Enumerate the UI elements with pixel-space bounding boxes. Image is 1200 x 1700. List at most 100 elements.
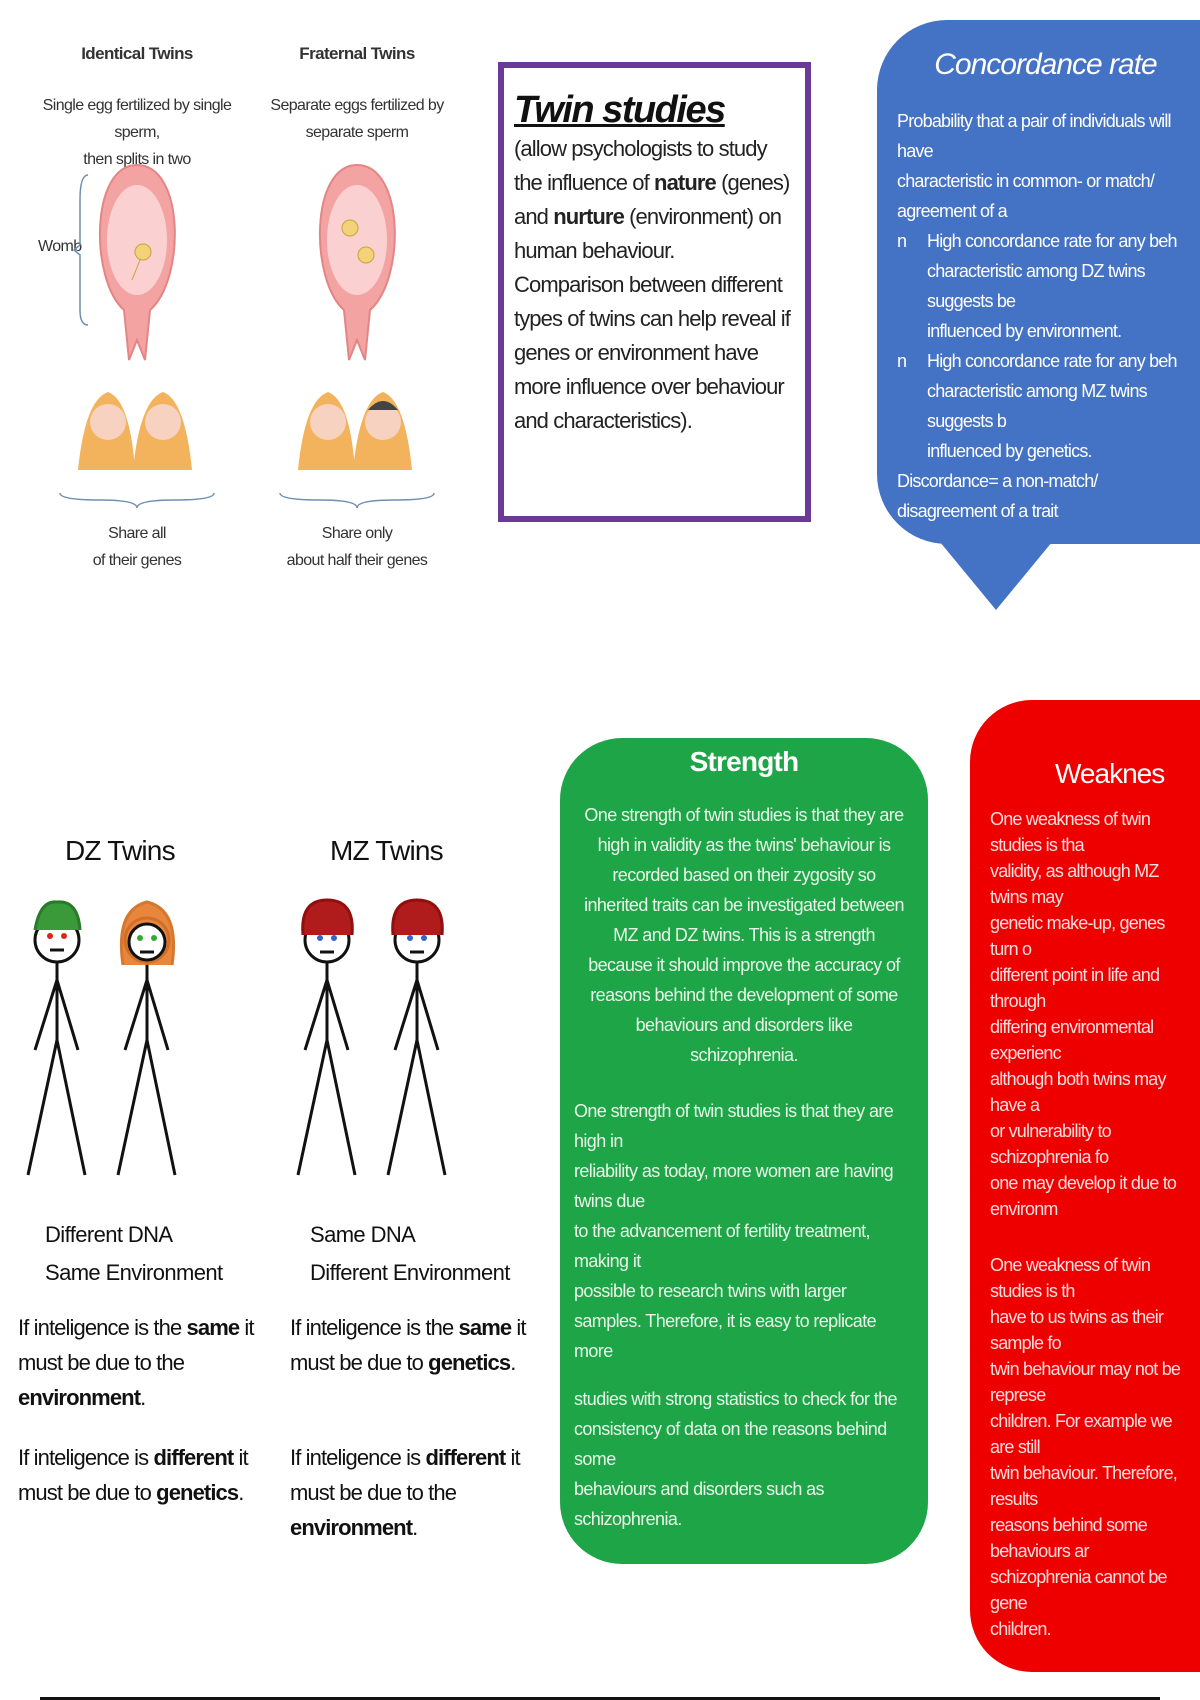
weakness-line: different point in life and through	[990, 965, 1160, 1011]
t: it	[233, 1445, 249, 1470]
mz-twins-title: MZ Twins	[330, 835, 444, 866]
brace-fraternal	[279, 492, 435, 509]
t: must be due to	[290, 1350, 429, 1375]
t: must be due to the	[290, 1480, 457, 1505]
weakness-line: schizophrenia cannot be gene	[990, 1567, 1168, 1613]
weakness-line: or vulnerability to schizophrenia fo	[990, 1121, 1112, 1167]
bullet-icon: n	[897, 231, 907, 251]
fraternal-twins-title: Fraternal Twins	[299, 44, 415, 63]
weakness-line: One weakness of twin studies is th	[990, 1255, 1151, 1301]
weakness-line: reasons behind some behaviours ar	[990, 1515, 1148, 1561]
identical-twins-title: Identical Twins	[81, 44, 193, 63]
t: must be due to the	[18, 1350, 185, 1375]
strength-line: to the advancement of fertility treatmen…	[574, 1221, 871, 1271]
callout-pointer	[940, 542, 1052, 610]
caption-line: Share only	[321, 525, 393, 542]
concordance-title: Concordance rate	[934, 48, 1157, 81]
desc-line: then splits in two	[83, 151, 191, 168]
t: .	[510, 1350, 516, 1375]
t: genetics	[156, 1480, 239, 1505]
t: .	[140, 1385, 146, 1410]
bullet-line: High concordance rate for any beh	[927, 231, 1178, 251]
weakness-line: twin behaviour may not be represe	[990, 1359, 1181, 1405]
text: (allow psychologists to study the influe…	[514, 136, 768, 195]
twin-studies-box: Twin studies (allow psychologists to stu…	[498, 62, 811, 522]
brace-identical	[59, 492, 215, 509]
t: must be due to	[18, 1480, 157, 1505]
weakness-line: one may develop it due to environm	[990, 1173, 1177, 1219]
concordance-def-2: characteristic in common- or match/ agre…	[897, 171, 1155, 221]
caption-line: of their genes	[92, 552, 182, 569]
twin-studies-paragraph-1: (allow psychologists to study the influe…	[514, 132, 795, 268]
mz-twin-1	[296, 898, 357, 1176]
t: it	[505, 1445, 521, 1470]
weakness-line: differing environmental experienc	[990, 1017, 1154, 1063]
mz-dna: Same DNA	[310, 1222, 416, 1247]
bottom-divider	[40, 1697, 1160, 1700]
strength-line: possible to research twins with larger	[574, 1281, 847, 1301]
nature-term: nature	[654, 170, 717, 195]
text: (environment) on human behaviour.	[514, 204, 782, 263]
womb-identical	[98, 163, 176, 361]
dz-twin-1	[26, 900, 87, 1176]
strength-line: reliability as today, more women are hav…	[574, 1161, 894, 1211]
concordance-def-1: Probability that a pair of individuals w…	[897, 111, 1172, 161]
bullet-line: characteristic among MZ twins suggests b	[927, 381, 1148, 431]
t: same	[458, 1315, 513, 1340]
bullet-icon: n	[897, 351, 907, 371]
bullet-mz: n High concordance rate for any beh charac…	[897, 346, 1194, 466]
t: it	[239, 1315, 254, 1340]
stick-figures	[26, 898, 447, 1176]
text: (genes)	[715, 170, 790, 195]
t: If inteligence is	[290, 1445, 426, 1470]
weakness-line: validity, as although MZ twins may	[990, 861, 1159, 907]
strength-line: studies with strong statistics to check …	[574, 1389, 898, 1409]
bullet-line: influenced by environment.	[927, 321, 1122, 341]
weakness-line: although both twins may have a	[990, 1069, 1167, 1115]
weakness-line: children. For example we are still	[990, 1411, 1173, 1457]
mz-rule-different: If inteligence is different it must be du…	[290, 1440, 554, 1545]
dz-dna: Different DNA	[45, 1222, 173, 1247]
bullet-line: characteristic among DZ twins suggests b…	[927, 261, 1146, 311]
concordance-callout: Concordance rate Probability that a pair…	[877, 20, 1200, 610]
t: same	[186, 1315, 241, 1340]
twin-studies-paragraph-2: Comparison between different types of tw…	[514, 272, 791, 433]
dz-rule-same: If inteligence is the same it must be due…	[18, 1310, 282, 1415]
strength-paragraph-1: One strength of twin studies is that the…	[584, 805, 904, 1065]
weakness-line: twin behaviour. Therefore, results	[990, 1463, 1178, 1509]
weakness-line: children.	[990, 1619, 1052, 1639]
desc-line: separate sperm	[305, 124, 409, 141]
strength-box: Strength One strength of twin studies is…	[560, 738, 928, 1564]
twin-diagram-illustration	[59, 163, 435, 509]
weakness-line: One weakness of twin studies is tha	[990, 809, 1151, 855]
bullet-line: High concordance rate for any beh	[927, 351, 1178, 371]
caption-line: about half their genes	[286, 552, 428, 569]
t: If inteligence is	[18, 1445, 154, 1470]
mz-twin-2	[386, 898, 447, 1176]
bullet-line: influenced by genetics.	[927, 441, 1093, 461]
fraternal-caption: Share only about half their genes	[247, 520, 467, 574]
t: genetics	[428, 1350, 511, 1375]
womb-label: Womb	[38, 238, 82, 255]
strength-line: consistency of data on the reasons behin…	[574, 1419, 887, 1469]
text: and	[514, 204, 554, 229]
weakness-line: genetic make-up, genes turn o	[990, 913, 1165, 959]
weakness-box: Weaknes One weakness of twin studies is …	[970, 700, 1200, 1672]
desc-line: Single egg fertilized by single sperm,	[42, 97, 232, 141]
strength-line: One strength of twin studies is that the…	[574, 1101, 894, 1151]
t: .	[412, 1515, 418, 1540]
nurture-term: nurture	[553, 204, 625, 229]
t: different	[425, 1445, 506, 1470]
t: .	[238, 1480, 244, 1505]
strength-line: samples. Therefore, it is easy to replic…	[574, 1311, 877, 1361]
twin-studies-title: Twin studies	[514, 89, 726, 131]
babies-identical	[78, 392, 192, 470]
t: If inteligence is the	[18, 1315, 187, 1340]
bullet-dz: n High concordance rate for any beh charac…	[897, 226, 1194, 346]
dz-twin-2	[116, 900, 177, 1176]
t: it	[511, 1315, 526, 1340]
